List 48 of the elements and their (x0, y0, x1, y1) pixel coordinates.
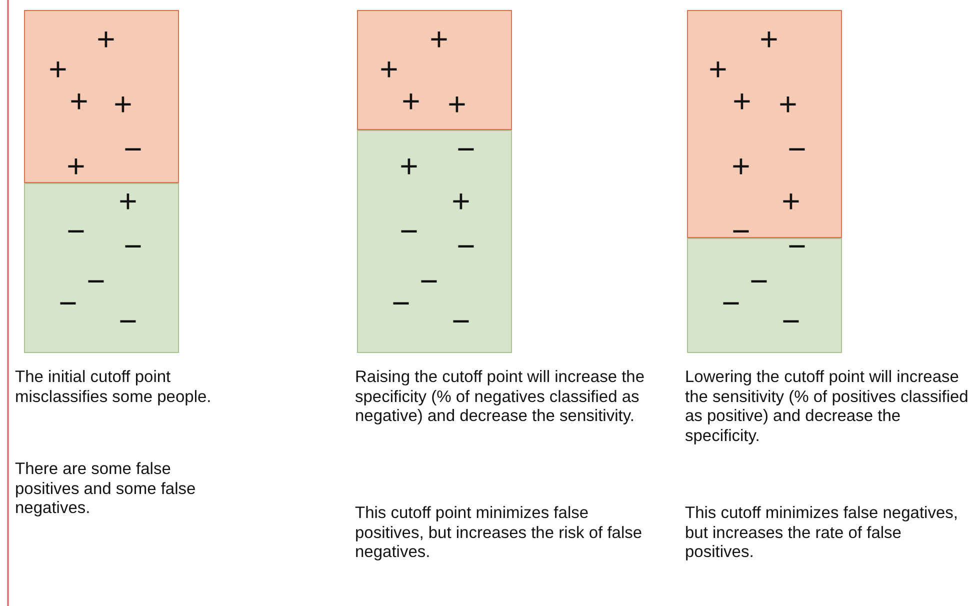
sign-symbol: + (430, 23, 448, 55)
sign-symbol: + (402, 85, 420, 117)
sign-symbol: − (452, 305, 470, 337)
sign-symbol: + (118, 185, 138, 217)
description-text: There are some false positives and some false negatives. (15, 460, 197, 518)
sign-symbol: − (788, 133, 806, 165)
sign-symbol: − (456, 230, 476, 262)
sign-symbol: − (400, 215, 418, 247)
sign-symbol: + (66, 150, 86, 182)
description-text: This cutoff minimizes false negatives, but increases the rate of false positives. (685, 504, 959, 562)
negative-region-box (24, 183, 179, 353)
sign-symbol: − (58, 287, 78, 319)
sign-symbol: − (124, 230, 142, 262)
positive-region-box (357, 10, 512, 130)
sign-symbol: + (380, 53, 398, 85)
sign-symbol: + (708, 53, 728, 85)
sign-symbol: + (70, 85, 88, 117)
description-text: The initial cutoff point misclassifies some people. (15, 368, 212, 407)
sign-symbol: + (48, 53, 68, 85)
sign-symbol: + (732, 85, 752, 117)
sign-symbol: + (96, 23, 116, 55)
positive-region-box (687, 10, 842, 238)
sign-symbol: − (420, 265, 438, 297)
sign-symbol: + (732, 150, 750, 182)
sign-symbol: + (452, 185, 470, 217)
negative-region-box (687, 238, 842, 353)
sign-symbol: − (732, 215, 750, 247)
sign-symbol: − (124, 133, 142, 165)
sign-symbol: + (114, 88, 132, 120)
sign-symbol: + (760, 23, 778, 55)
sign-symbol: − (782, 305, 800, 337)
sign-symbol: − (456, 133, 476, 165)
description-text: Raising the cutoff point will increase the specificity (% of negatives classified as negative) and decrease the sensitivity. (355, 368, 646, 426)
sign-symbol: + (448, 88, 466, 120)
positive-region-box (24, 10, 179, 183)
sign-symbol: − (750, 265, 768, 297)
sign-symbol: − (118, 305, 138, 337)
sign-symbol: − (392, 287, 410, 319)
description-text: Lowering the cutoff point will increase the sensitivity (% of positives classified as positive) and decrease the specificity. (685, 368, 969, 446)
sign-symbol: + (782, 185, 800, 217)
sign-symbol: − (788, 230, 806, 262)
negative-region-box (357, 130, 512, 353)
sign-symbol: − (86, 265, 106, 297)
sign-symbol: − (66, 215, 86, 247)
sign-symbol: − (722, 287, 740, 319)
description-text: This cutoff point minimizes false positives, but increases the risk of false negatives. (355, 504, 644, 562)
sign-symbol: + (400, 150, 418, 182)
sign-symbol: + (778, 88, 798, 120)
